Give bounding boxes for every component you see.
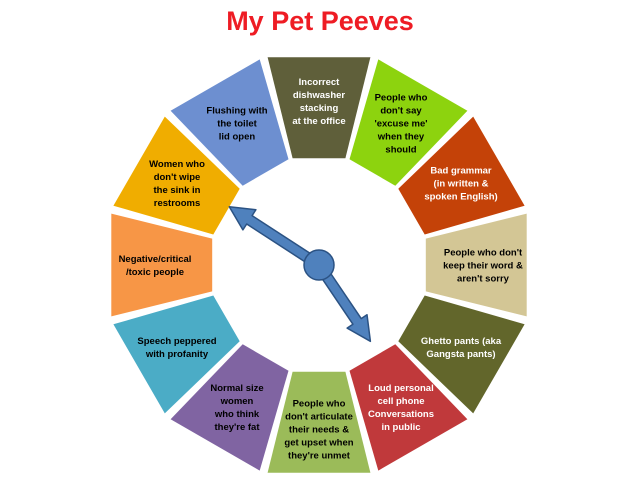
segment-label: Bad grammar (in written & spoken English) xyxy=(424,166,497,203)
segment-label-line: People who xyxy=(293,399,346,410)
segment-label: People who don't say 'excuse me' when they s… xyxy=(374,93,427,156)
segment-label: Flushing with the toilet lid open xyxy=(206,106,267,143)
segment-shape xyxy=(170,59,289,186)
segment-label: Normal size women who think they're fat xyxy=(210,383,263,433)
segment-shape xyxy=(113,116,240,235)
segment-label-line: don't wipe xyxy=(154,172,201,183)
segment-label-line: Normal size xyxy=(210,383,263,394)
segment-7: People who don't articulate their needs & g… xyxy=(267,371,371,473)
segment-4: People who don't keep their word & aren't … xyxy=(425,213,527,317)
segment-label: People who don't keep their word & aren't … xyxy=(443,248,523,285)
segment-label-line: Flushing with xyxy=(206,106,267,117)
center-hub xyxy=(303,249,335,281)
segment-shape xyxy=(267,57,371,159)
segment-label-line: Bad grammar xyxy=(430,166,492,177)
segment-10: Negative/critical/toxic people xyxy=(111,213,213,317)
minute-hand-arrow xyxy=(319,269,372,343)
segment-label-line: Ghetto pants (aka xyxy=(421,336,502,347)
segment-label: People who don't articulate their needs & g… xyxy=(284,399,353,462)
segment-label-line: with profanity xyxy=(145,349,209,360)
segment-label-line: don't say xyxy=(380,106,422,117)
segment-label-line: should xyxy=(385,145,416,156)
clock-hands xyxy=(228,205,372,343)
segment-12: Flushing with the toilet lid open xyxy=(170,59,289,186)
segment-shape xyxy=(425,213,527,317)
segment-label-line: /toxic people xyxy=(126,267,184,278)
segment-3: Bad grammar (in written & spoken English) xyxy=(398,116,525,235)
segment-shape xyxy=(398,295,525,414)
segment-shape xyxy=(349,344,468,471)
segment-label-line: they're fat xyxy=(214,422,260,433)
segment-label-line: aren't sorry xyxy=(457,274,510,285)
segment-label-line: Loud personal xyxy=(368,383,433,394)
segment-label-line: the sink in xyxy=(154,185,201,196)
segment-label-line: women xyxy=(220,396,254,407)
segment-label-line: spoken English) xyxy=(424,192,497,203)
segment-label-line: (in written & xyxy=(434,179,489,190)
segment-label-line: Incorrect xyxy=(299,77,340,88)
segment-label-line: when they xyxy=(377,132,425,143)
diagram-title: My Pet Peeves xyxy=(226,6,414,36)
segment-shape xyxy=(111,213,213,317)
segment-label-line: who think xyxy=(214,409,260,420)
segment-label-line: their needs & xyxy=(289,425,349,436)
segment-label-line: Negative/critical xyxy=(119,254,192,265)
segment-label-line: People who xyxy=(375,93,428,104)
segment-label-line: Women who xyxy=(149,159,205,170)
segment-shape xyxy=(113,295,240,414)
segment-label-line: restrooms xyxy=(154,198,200,209)
segment-label: Negative/critical/toxic people xyxy=(119,254,192,278)
segment-8: Normal size women who think they're fat xyxy=(170,344,289,471)
segment-11: Women who don't wipe the sink in restrooms xyxy=(113,116,240,235)
segment-label-line: Gangsta pants) xyxy=(426,349,495,360)
segment-label-line: they're unmet xyxy=(288,451,351,462)
segment-1: Incorrect dishwasher stacking at the office xyxy=(267,57,371,159)
segment-shape xyxy=(170,344,289,471)
segment-shape xyxy=(267,371,371,473)
segment-label-line: 'excuse me' xyxy=(374,119,427,130)
segment-label-line: Conversations xyxy=(368,409,434,420)
hour-hand-arrow xyxy=(228,205,315,265)
segment-shape xyxy=(349,59,468,186)
segment-label-line: in public xyxy=(381,422,420,433)
segment-shape xyxy=(398,116,525,235)
segment-label-line: dishwasher xyxy=(293,90,346,101)
segment-label-line: keep their word & xyxy=(443,261,523,272)
segment-label-line: don't articulate xyxy=(285,412,353,423)
segment-label-line: People who don't xyxy=(444,248,523,259)
segment-label-line: the toilet xyxy=(217,119,257,130)
segment-label: Speech peppered with profanity xyxy=(137,336,216,360)
segment-label-line: stacking xyxy=(300,103,339,114)
segment-label-line: Speech peppered xyxy=(137,336,216,347)
segment-label-line: at the office xyxy=(292,116,345,127)
segment-label: Women who don't wipe the sink in restrooms xyxy=(149,159,205,209)
segment-2: People who don't say 'excuse me' when they s… xyxy=(349,59,468,186)
segment-label-line: get upset when xyxy=(284,438,353,449)
segment-label: Incorrect dishwasher stacking at the office xyxy=(292,77,345,127)
segment-label-line: lid open xyxy=(219,132,256,143)
segment-label-line: cell phone xyxy=(378,396,425,407)
segment-9: Speech peppered with profanity xyxy=(113,295,240,414)
